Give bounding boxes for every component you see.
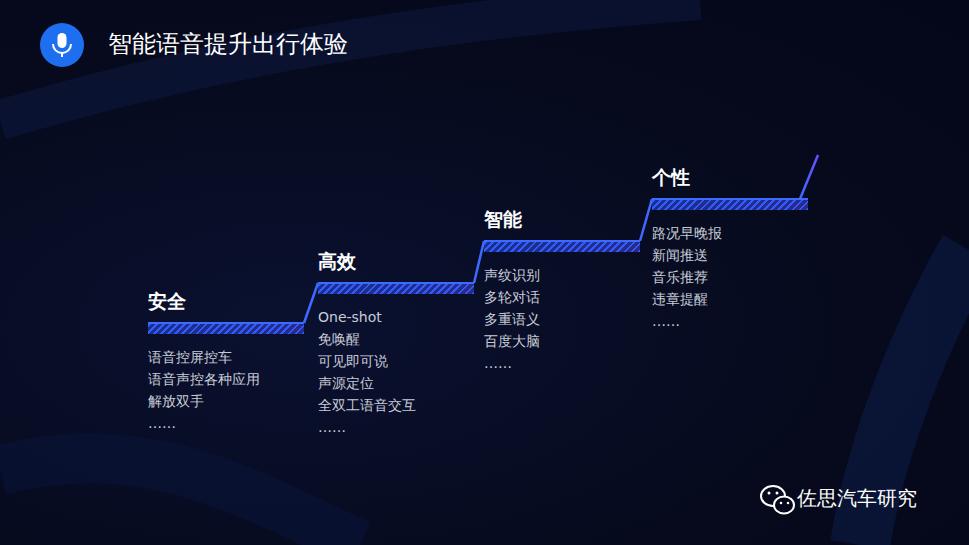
- wechat-icon: [776, 492, 779, 495]
- feature-item: One-shot: [318, 306, 474, 328]
- hatched-band: [148, 322, 304, 334]
- mic-icon: [53, 44, 71, 53]
- feature-item: 路况早晚报: [652, 222, 808, 244]
- feature-item: ……: [148, 412, 304, 434]
- wechat-icon: [780, 502, 783, 505]
- wechat-icon: [761, 486, 794, 514]
- feature-list: 声纹识别多轮对话多重语义百度大脑……: [484, 264, 640, 374]
- bg-curve: [0, 458, 360, 545]
- feature-item: 语音声控各种应用: [148, 368, 304, 390]
- hatched-band: [318, 282, 474, 294]
- stair-step: 安全语音控屏控车语音声控各种应用解放双手……: [148, 288, 304, 434]
- watermark: 佐思汽车研究: [797, 485, 917, 512]
- mic-icon: [61, 53, 63, 57]
- hatched-band: [484, 240, 640, 252]
- feature-item: 多重语义: [484, 308, 640, 330]
- feature-item: 声纹识别: [484, 264, 640, 286]
- feature-item: ……: [318, 416, 474, 438]
- stair-step: 高效 One-shot免唤醒可见即可说声源定位全双工语音交互……: [318, 248, 474, 438]
- step-heading: 智能: [484, 206, 640, 232]
- step-heading: 安全: [148, 288, 304, 314]
- feature-item: 免唤醒: [318, 328, 474, 350]
- feature-item: 音乐推荐: [652, 266, 808, 288]
- feature-item: 语音控屏控车: [148, 346, 304, 368]
- rise-line: [800, 155, 818, 199]
- feature-item: ……: [652, 310, 808, 332]
- mic-icon: [40, 23, 84, 67]
- feature-list: One-shot免唤醒可见即可说声源定位全双工语音交互……: [318, 306, 474, 438]
- feature-item: 违章提醒: [652, 288, 808, 310]
- stair-riser: [474, 241, 484, 283]
- stair-riser: [304, 283, 318, 323]
- stair-riser: [640, 199, 652, 241]
- wechat-icon: [787, 502, 790, 505]
- step-heading: 个性: [652, 164, 808, 190]
- wechat-icon: [774, 497, 794, 514]
- page-title: 智能语音提升出行体验: [108, 28, 348, 60]
- feature-item: 新闻推送: [652, 244, 808, 266]
- feature-item: 声源定位: [318, 372, 474, 394]
- stair-step: 智能声纹识别多轮对话多重语义百度大脑……: [484, 206, 640, 374]
- step-heading: 高效: [318, 248, 474, 274]
- feature-item: 解放双手: [148, 390, 304, 412]
- stair-step: 个性路况早晚报新闻推送音乐推荐违章提醒……: [652, 164, 808, 332]
- feature-item: 全双工语音交互: [318, 394, 474, 416]
- hatched-band: [652, 198, 808, 210]
- feature-list: 语音控屏控车语音声控各种应用解放双手……: [148, 346, 304, 434]
- feature-item: 多轮对话: [484, 286, 640, 308]
- feature-list: 路况早晚报新闻推送音乐推荐违章提醒……: [652, 222, 808, 332]
- feature-item: 百度大脑: [484, 330, 640, 352]
- wechat-icon: [768, 492, 771, 495]
- bg-curve: [0, 0, 700, 120]
- feature-item: ……: [484, 352, 640, 374]
- feature-item: 可见即可说: [318, 350, 474, 372]
- mic-icon: [58, 33, 67, 48]
